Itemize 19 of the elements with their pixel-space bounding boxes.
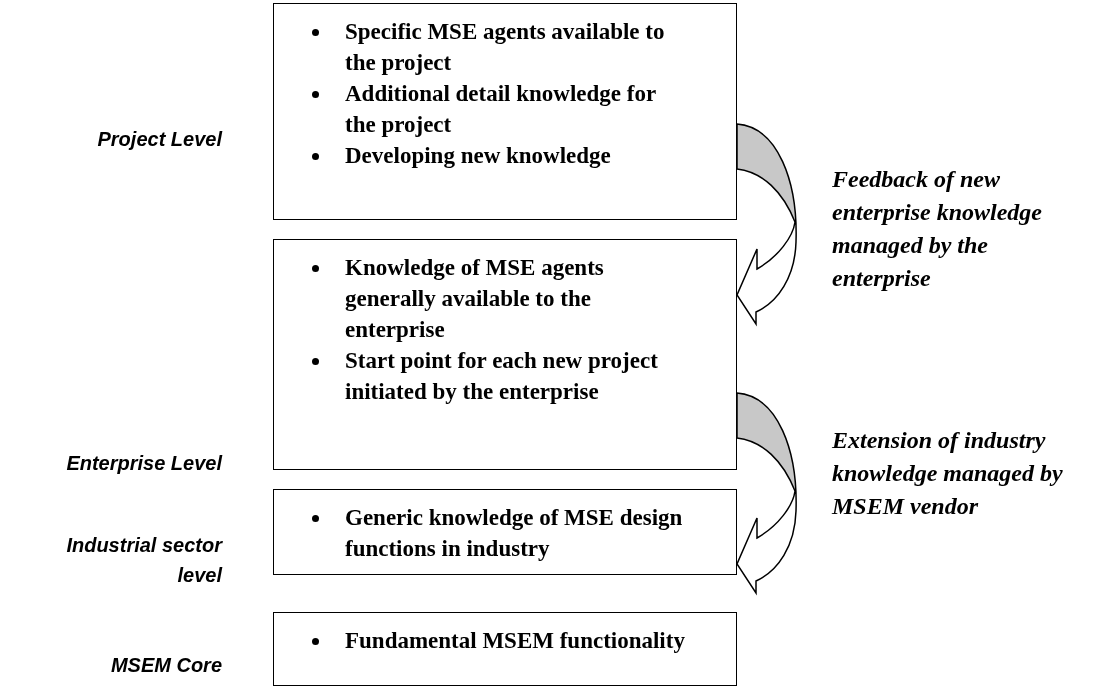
- edge-label: Feedback of new enterprise knowledge managed by the enterprise: [832, 165, 1043, 293]
- curved-block-arrow: [736, 123, 797, 325]
- bullet-text: Knowledge of MSE agents generally available to the enterprise: [345, 254, 605, 344]
- level-label: Enterprise Level: [65, 451, 222, 476]
- text-box: [273, 489, 737, 575]
- text-box: [273, 239, 737, 470]
- curved-block-arrow: [736, 392, 797, 594]
- bullet-text: Developing new knowledge: [345, 142, 612, 170]
- edge-label: Extension of industry knowledge managed by MSEM vendor: [832, 426, 1064, 521]
- level-label: MSEM Core: [109, 653, 222, 678]
- level-label: Project Level: [96, 127, 222, 152]
- bullet-text: Fundamental MSEM functionality: [345, 627, 686, 655]
- bullet-text: Specific MSE agents available to the project: [345, 18, 666, 77]
- bullet-text: Additional detail knowledge for the project: [345, 80, 657, 139]
- bullet-text: Generic knowledge of MSE design functions in industry: [345, 504, 684, 563]
- bullet-text: Start point for each new project initiated by the enterprise: [345, 347, 659, 406]
- text-box: [273, 3, 737, 220]
- text-box: [273, 612, 737, 686]
- level-label: Industrial sector level: [65, 533, 222, 588]
